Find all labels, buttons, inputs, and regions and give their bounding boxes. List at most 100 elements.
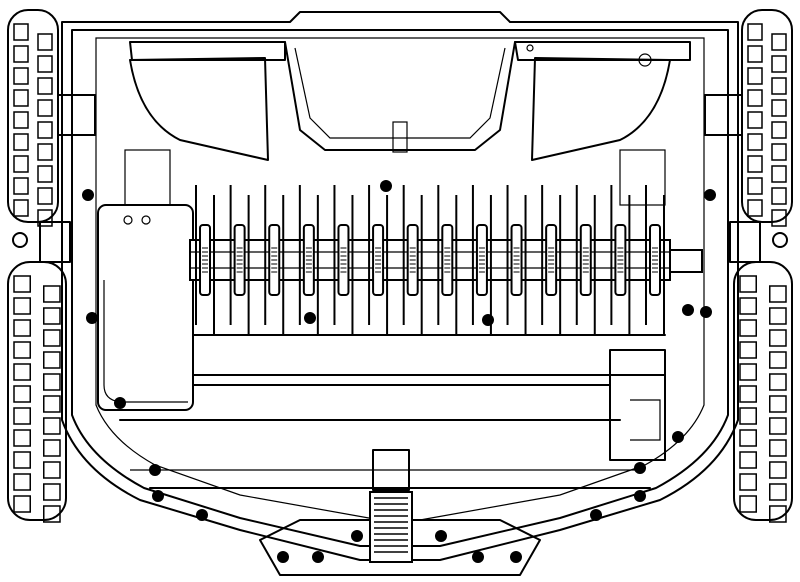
tread-block	[769, 417, 787, 435]
tread-block	[43, 285, 61, 303]
tread-block	[747, 67, 763, 85]
tread-block	[13, 133, 29, 151]
tread-block	[739, 407, 757, 425]
tread-block	[13, 451, 31, 469]
screw	[634, 490, 646, 502]
wheel-front-right	[741, 9, 793, 227]
screw	[114, 397, 126, 409]
tread-block	[747, 45, 763, 63]
screw	[590, 509, 602, 521]
tread-block	[13, 199, 29, 217]
tread-block	[747, 199, 763, 217]
tread-block	[37, 187, 53, 205]
tread-block	[769, 439, 787, 457]
rear-cover	[129, 41, 691, 161]
tread-block	[13, 473, 31, 491]
tread-block	[37, 33, 53, 51]
tread-block	[13, 495, 31, 513]
tread-block	[769, 329, 787, 347]
screw	[634, 462, 646, 474]
screw	[312, 551, 324, 563]
tread-block	[13, 155, 29, 173]
tread-block	[13, 341, 31, 359]
screw	[682, 304, 694, 316]
screw	[700, 306, 712, 318]
tread-block	[739, 385, 757, 403]
tread-block	[739, 473, 757, 491]
tread-block	[769, 505, 787, 523]
tread-block	[747, 89, 763, 107]
tread-block	[747, 155, 763, 173]
tread-block	[13, 89, 29, 107]
tread-block	[37, 209, 53, 227]
screw	[86, 312, 98, 324]
tread-block	[769, 483, 787, 501]
screw	[149, 464, 161, 476]
tread-block	[769, 461, 787, 479]
tread-block	[771, 209, 787, 227]
tread-block	[43, 373, 61, 391]
tread-block	[739, 319, 757, 337]
tread-block	[13, 363, 31, 381]
tread-block	[771, 99, 787, 117]
tread-block	[37, 121, 53, 139]
tread-block	[37, 143, 53, 161]
front-grip	[259, 491, 541, 576]
tread-block	[43, 461, 61, 479]
tine-roller	[189, 185, 703, 335]
tread-block	[13, 177, 29, 195]
tread-block	[37, 165, 53, 183]
tread-block	[747, 133, 763, 151]
tread-block	[769, 395, 787, 413]
tread-block	[13, 23, 29, 41]
tread-block	[37, 55, 53, 73]
screw	[704, 189, 716, 201]
tread-block	[739, 341, 757, 359]
tread-block	[13, 67, 29, 85]
tread-block	[43, 505, 61, 523]
tread-block	[43, 329, 61, 347]
tread-block	[747, 23, 763, 41]
screw	[196, 509, 208, 521]
screw	[435, 530, 447, 542]
tread-block	[771, 33, 787, 51]
screw	[351, 530, 363, 542]
tread-block	[43, 439, 61, 457]
tread-block	[13, 385, 31, 403]
fasteners	[82, 180, 716, 563]
wheel-front-left	[7, 9, 59, 227]
tread-block	[739, 451, 757, 469]
tread-block	[771, 187, 787, 205]
tread-block	[769, 373, 787, 391]
tread-block	[13, 429, 31, 447]
tread-block	[43, 483, 61, 501]
tread-block	[13, 45, 29, 63]
tread-block	[37, 77, 53, 95]
tread-block	[13, 111, 29, 129]
tread-block	[769, 351, 787, 369]
tread-block	[771, 77, 787, 95]
tread-block	[739, 297, 757, 315]
tread-block	[769, 307, 787, 325]
side-brackets	[12, 94, 788, 263]
tread-block	[771, 143, 787, 161]
tread-block	[13, 319, 31, 337]
tread-block	[43, 351, 61, 369]
wheel-rear-left	[7, 261, 67, 523]
screw	[472, 551, 484, 563]
screw	[152, 490, 164, 502]
tread-block	[13, 275, 31, 293]
tread-block	[739, 495, 757, 513]
screw	[304, 312, 316, 324]
tread-block	[43, 395, 61, 413]
tread-block	[739, 429, 757, 447]
screw	[510, 551, 522, 563]
tread-block	[13, 407, 31, 425]
tread-block	[747, 177, 763, 195]
tread-block	[771, 121, 787, 139]
screw	[82, 189, 94, 201]
screw	[672, 431, 684, 443]
tread-block	[739, 275, 757, 293]
lower-chassis	[119, 334, 666, 491]
